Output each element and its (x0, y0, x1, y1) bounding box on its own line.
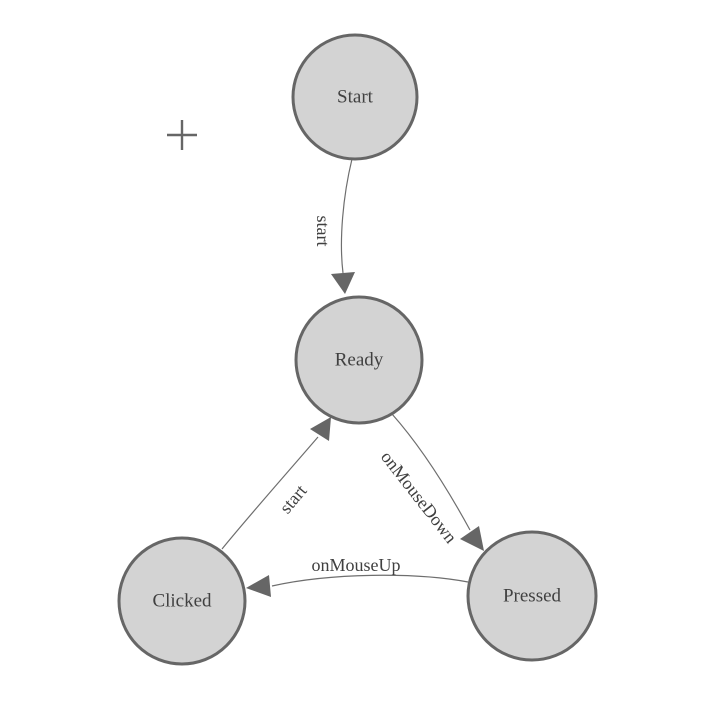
state-circle-pressed[interactable] (466, 530, 598, 662)
plus-cursor-icon (167, 120, 197, 150)
state-node-ready[interactable]: Ready (294, 295, 424, 425)
arrowhead-icon (460, 526, 484, 551)
edge-pressed-to-clicked[interactable]: onMouseUp (246, 555, 469, 597)
arrowhead-icon (310, 417, 331, 441)
arrowhead-icon (246, 575, 271, 597)
edge-line[interactable] (391, 413, 471, 531)
state-node-pressed[interactable]: Pressed (466, 530, 598, 662)
edge-line[interactable] (271, 574, 469, 587)
state-label-pressed: Pressed (503, 586, 562, 607)
edge-line[interactable] (340, 158, 353, 274)
edge-ready-to-pressed[interactable]: onMouseDown (377, 413, 484, 551)
edge-line[interactable] (221, 436, 319, 550)
state-circle-clicked[interactable] (117, 536, 247, 666)
arrowhead-icon (331, 272, 355, 294)
edge-label-ready-to-pressed: onMouseDown (377, 447, 461, 547)
state-label-ready: Ready (335, 350, 384, 371)
state-node-clicked[interactable]: Clicked (117, 536, 247, 666)
state-circle-start[interactable] (291, 33, 419, 161)
edge-label-clicked-to-ready: start (275, 481, 310, 518)
edge-clicked-to-ready[interactable]: start (221, 417, 331, 550)
edge-label-start-to-ready: start (313, 216, 333, 247)
state-label-start: Start (337, 87, 374, 108)
state-circle-ready[interactable] (294, 295, 424, 425)
state-label-clicked: Clicked (152, 591, 212, 612)
edge-start-to-ready[interactable]: start (313, 158, 355, 294)
edge-label-pressed-to-clicked: onMouseUp (312, 555, 401, 575)
state-node-start[interactable]: Start (291, 33, 419, 161)
